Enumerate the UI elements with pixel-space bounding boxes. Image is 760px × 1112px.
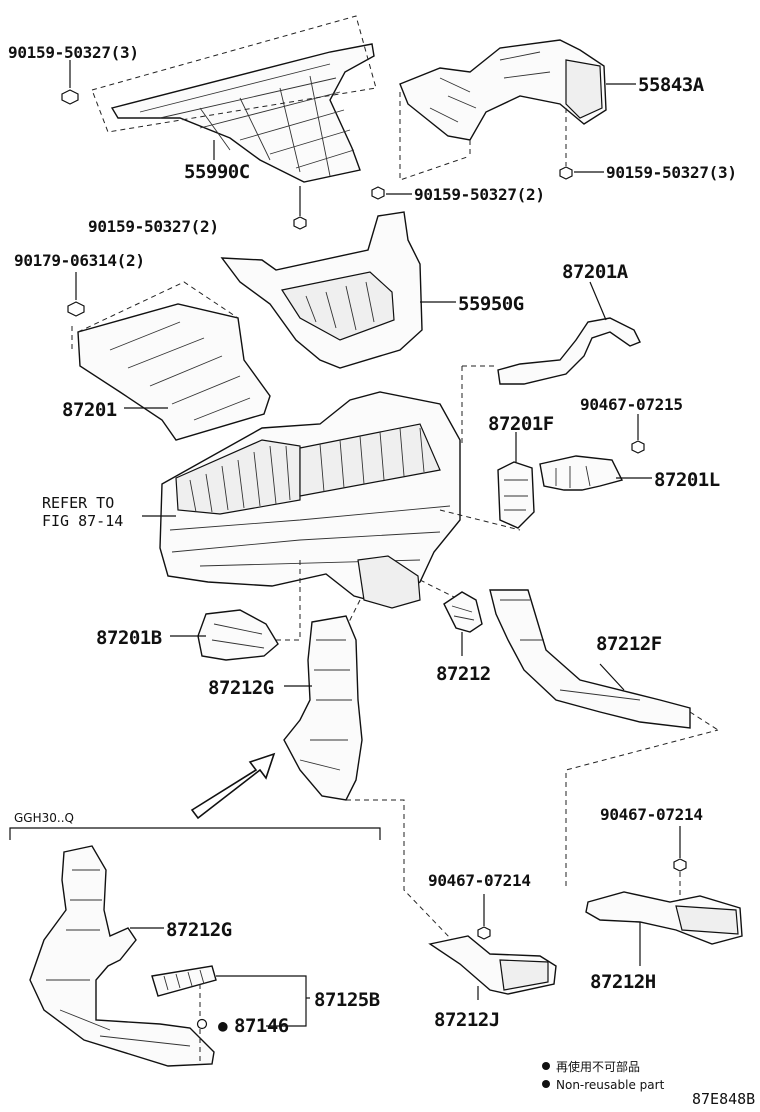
part-label-87201: 87201 — [62, 399, 117, 421]
hvac-unit-drawing — [159, 391, 521, 641]
part-label-87212F: 87212F — [596, 633, 662, 655]
part-label-87146: 87146 — [234, 1015, 289, 1037]
part-label-87212G: 87212G — [208, 677, 274, 699]
non-reusable-marker-87146: ● — [218, 1016, 228, 1035]
part-label-87212J: 87212J — [434, 1009, 500, 1031]
part-label-87212: 87212 — [436, 663, 491, 685]
legend: 再使用不可部品 Non-reusable part — [542, 1059, 665, 1092]
part-label-87201A: 87201A — [562, 261, 629, 283]
part-label-87201B: 87201B — [96, 627, 162, 649]
bolt-icon — [559, 166, 604, 180]
bolt-icon — [477, 894, 491, 940]
bolt-icon — [67, 272, 85, 317]
bolt-icon — [293, 186, 307, 230]
legend-jp: 再使用不可部品 — [556, 1059, 640, 1074]
bolt-icon — [673, 826, 687, 904]
part-55950G-drawing — [220, 211, 423, 369]
bolt-label-90467-07214-left: 90467-07214 — [428, 871, 531, 890]
non-reusable-bullet-icon — [542, 1062, 550, 1070]
part-87212F-drawing — [489, 589, 719, 731]
part-87201B-drawing — [197, 609, 279, 661]
legend-en: Non-reusable part — [556, 1078, 665, 1092]
direction-arrow-icon — [190, 752, 276, 820]
part-87212-drawing — [443, 591, 483, 633]
part-label-55990C: 55990C — [184, 161, 250, 183]
part-label-55950G: 55950G — [458, 293, 524, 315]
part-label-87212G-variant: 87212G — [166, 919, 232, 941]
bolt-icon — [631, 414, 645, 454]
bolt-icon — [61, 60, 79, 105]
part-87212J-drawing — [428, 935, 557, 995]
part-87201-drawing — [71, 281, 271, 441]
bolt-label-90179-06314-2: 90179-06314(2) — [14, 251, 145, 270]
bolt-label-90159-50327-2-center: 90159-50327(2) — [414, 185, 545, 204]
part-55843A-drawing — [399, 39, 607, 181]
bolt-label-90159-50327-3-top: 90159-50327(3) — [8, 43, 139, 62]
bolt-icon — [371, 186, 412, 200]
refer-fig-label: FIG 87-14 — [42, 512, 123, 530]
part-label-87125B: 87125B — [314, 989, 380, 1011]
bolt-label-90159-50327-3-right: 90159-50327(3) — [606, 163, 737, 182]
bolt-label-90467-07215: 90467-07215 — [580, 395, 683, 414]
part-87212G-variant-drawing — [29, 845, 215, 1067]
part-label-55843A: 55843A — [638, 74, 705, 96]
diagram-code: 87E848B — [692, 1090, 755, 1108]
bolt-label-90467-07214-right: 90467-07214 — [600, 805, 703, 824]
part-87212H-drawing — [565, 729, 743, 945]
part-87201F-drawing — [497, 461, 535, 529]
part-87212G-drawing — [283, 615, 453, 941]
non-reusable-bullet-icon — [542, 1080, 550, 1088]
bolt-label-90159-50327-2-left: 90159-50327(2) — [88, 217, 219, 236]
part-label-87201L: 87201L — [654, 469, 720, 491]
part-87201L-drawing — [539, 455, 624, 491]
variant-box-label: GGH30..Q — [14, 811, 74, 825]
part-87201A-drawing — [461, 317, 641, 444]
refer-to-label: REFER TO — [42, 494, 114, 512]
part-label-87201F: 87201F — [488, 413, 554, 435]
part-label-87212H: 87212H — [590, 971, 656, 993]
part-55990C-drawing — [91, 15, 377, 183]
variant-bracket — [9, 827, 381, 840]
clip-icon — [196, 1018, 208, 1030]
